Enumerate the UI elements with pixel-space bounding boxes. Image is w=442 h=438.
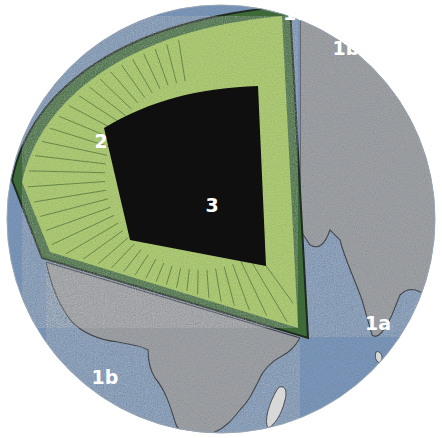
mantle-lines bbox=[10, 0, 312, 365]
callout-number: 1a bbox=[365, 314, 391, 333]
callout-number: 3 bbox=[205, 196, 218, 215]
callout-number: 2 bbox=[94, 132, 107, 151]
continent-asia bbox=[300, 8, 440, 336]
callout-number: 1b bbox=[92, 368, 119, 387]
island bbox=[266, 387, 286, 428]
callout-number: 1a bbox=[283, 4, 309, 23]
core-section bbox=[104, 86, 266, 266]
callout-number: 1b bbox=[333, 39, 360, 58]
globe-outline bbox=[7, 5, 435, 433]
crust-section bbox=[12, 6, 308, 338]
